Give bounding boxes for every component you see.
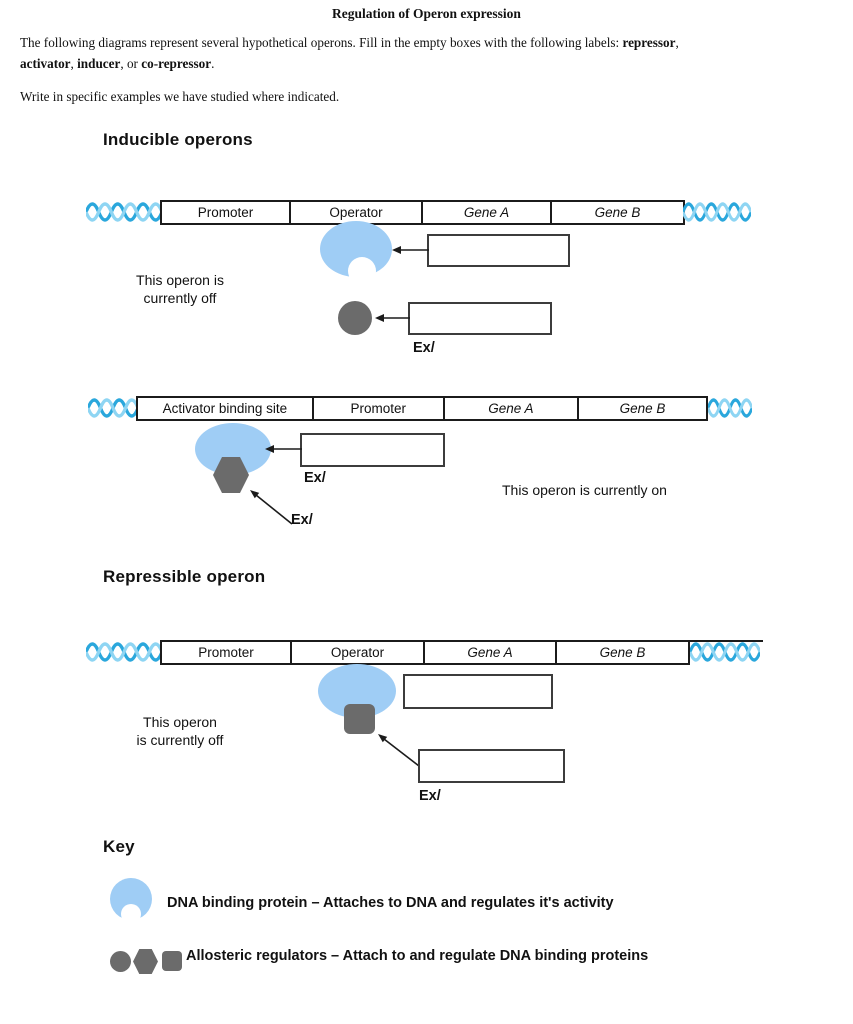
dna-binding-protein-blob [320,221,392,283]
ex-label: Ex/ [304,470,326,486]
answer-box[interactable] [300,433,445,467]
bar-segment-gene-a: Gene A [423,202,553,223]
dna-helix-icon [86,642,162,662]
intro-text: The following diagrams represent several… [20,35,623,50]
dna-helix-icon [88,398,138,418]
status-line: currently off [143,289,217,306]
allosteric-regulator-square [162,951,182,971]
intro-text: , [675,35,679,50]
bar-segment-promoter: Promoter [162,642,293,663]
section-heading-inducible: Inducible operons [103,130,253,149]
bar-segment-promoter: Promoter [314,398,445,419]
instruction-text: Write in specific examples we have studi… [20,89,340,104]
allosteric-regulator-hexagon [213,457,249,493]
allosteric-regulator-circle [110,951,131,972]
answer-box[interactable] [427,234,570,267]
ex-label: Ex/ [419,788,441,804]
allosteric-regulator-square [344,704,375,734]
answer-box[interactable] [418,749,565,783]
label-inducer: inducer [77,56,121,71]
arrow-left-icon [375,314,410,322]
intro-paragraph: The following diagrams represent several… [20,32,840,74]
label-co-repressor: co-repressor [141,56,212,71]
status-line: This operon is [136,272,224,288]
page-title: Regulation of Operon expression [332,6,521,21]
bar-segment-gene-a: Gene A [445,398,579,419]
status-text: This operon is currently off [105,714,255,749]
dna-helix-icon [708,398,752,418]
arrow-diagonal-icon [250,490,293,525]
key-heading: Key [103,837,135,856]
arrow-left-icon [265,445,302,453]
section-heading-repressible: Repressible operon [103,567,266,586]
ex-label: Ex/ [291,512,313,528]
bar-segment-gene-b: Gene B [599,645,646,660]
intro-text: . [211,56,215,71]
bar-segment-promoter: Promoter [162,202,292,223]
dna-helix-icon [86,202,162,222]
bar-segment-operator: Operator [292,642,426,663]
status-text: This operon is currently on [502,482,667,498]
intro-text: , or [120,56,142,71]
dna-binding-protein-blob [195,423,271,475]
status-text: This operon is currently off [105,272,255,307]
key-item-label: Allosteric regulators – Attach to and re… [186,948,649,964]
bar-segment-gene-a: Gene A [425,642,558,663]
label-activator: activator [20,56,71,71]
allosteric-regulator-circle [338,301,372,335]
bar-segment-activator-binding-site: Activator binding site [138,398,314,419]
bar-segment-gene-b: Gene B [594,205,641,220]
intro-text: , [70,56,78,71]
status-line: is currently off [136,731,224,748]
answer-box[interactable] [403,674,553,709]
bar-segment-operator: Operator [291,202,423,223]
dna-helix-icon [690,642,760,662]
dna-binding-protein-blob [110,878,152,922]
label-repressor: repressor [622,35,676,50]
answer-box[interactable] [408,302,552,335]
dna-helix-icon [683,202,751,222]
operon-bar: Promoter Operator Gene A Gene B [160,640,690,665]
operon-bar: Activator binding site Promoter Gene A G… [136,396,708,421]
arrow-left-icon [392,246,429,254]
key-item-label: DNA binding protein – Attaches to DNA an… [167,895,614,911]
arrow-diagonal-icon [378,734,420,767]
dna-binding-protein-blob [318,664,396,718]
ex-label: Ex/ [413,340,435,356]
bar-top-line [688,640,763,642]
status-line: This operon [143,714,217,730]
bar-segment-gene-b: Gene B [619,401,666,416]
allosteric-regulator-hexagon [133,949,158,974]
operon-bar: Promoter Operator Gene A Gene B [160,200,685,225]
